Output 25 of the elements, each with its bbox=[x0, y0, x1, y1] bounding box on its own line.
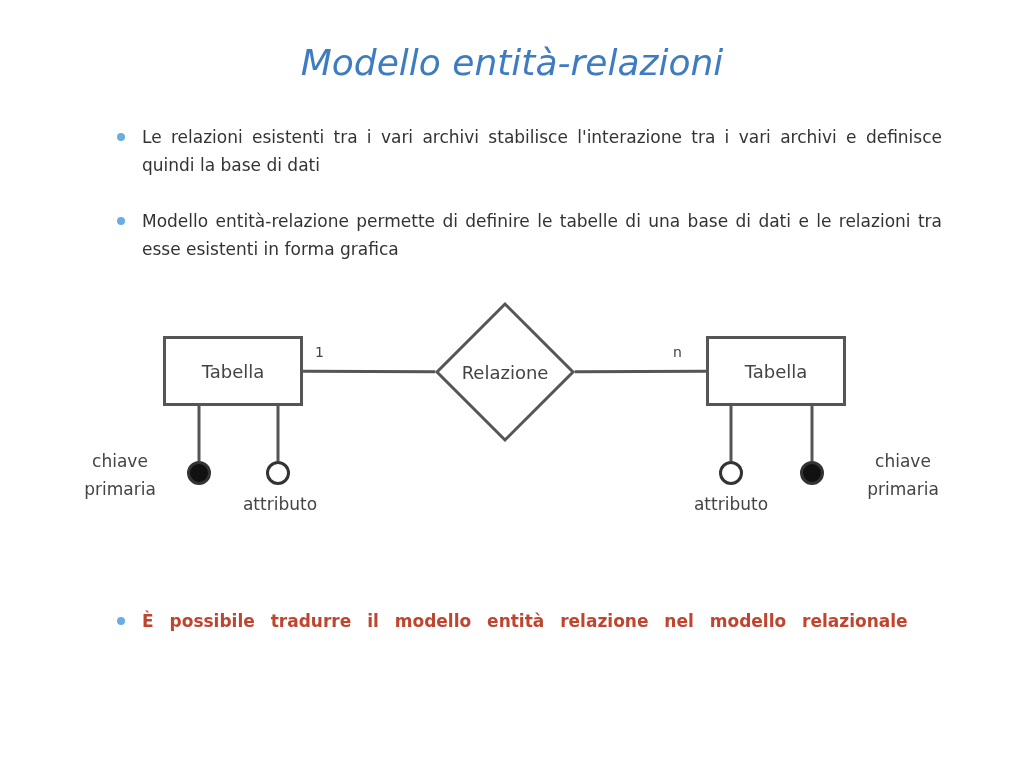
cardinality-label: 1 bbox=[314, 344, 325, 360]
attribute-circle bbox=[266, 461, 290, 485]
connector-line bbox=[810, 406, 814, 461]
caption-text: chiave primaria bbox=[866, 450, 940, 501]
bullet-text: È possibile tradurre il modello entità relazione nel modello relazionale bbox=[142, 609, 909, 633]
caption-text: attributo bbox=[241, 493, 319, 516]
connector-line bbox=[729, 406, 733, 461]
node-label: Relazione bbox=[461, 361, 549, 383]
attribute-circle bbox=[719, 461, 743, 485]
connector-line bbox=[276, 406, 280, 461]
bullet-text: Modello entità-relazione permette di definire le tabelle di una base di dati e le relazioni tra esse esistenti in forma grafica bbox=[142, 210, 942, 261]
node-label: Tabella bbox=[201, 360, 265, 382]
bullet-text: Le relazioni esistenti tra i vari archivi stabilisce l'interazione tra i vari archivi e definisce quindi la base di dati bbox=[142, 126, 942, 177]
entity-box bbox=[706, 336, 846, 406]
caption-text: chiave primaria bbox=[83, 450, 157, 501]
relationship-diamond bbox=[435, 302, 575, 442]
slide-title: Modello entità-relazioni bbox=[300, 42, 724, 83]
node-label: Tabella bbox=[744, 360, 808, 382]
connector-line bbox=[303, 369, 436, 374]
key-dot bbox=[800, 461, 824, 485]
key-dot bbox=[187, 461, 211, 485]
entity-box bbox=[163, 336, 303, 406]
caption-text: attributo bbox=[692, 493, 770, 516]
connector-line bbox=[197, 406, 201, 461]
connector-line bbox=[574, 369, 706, 374]
